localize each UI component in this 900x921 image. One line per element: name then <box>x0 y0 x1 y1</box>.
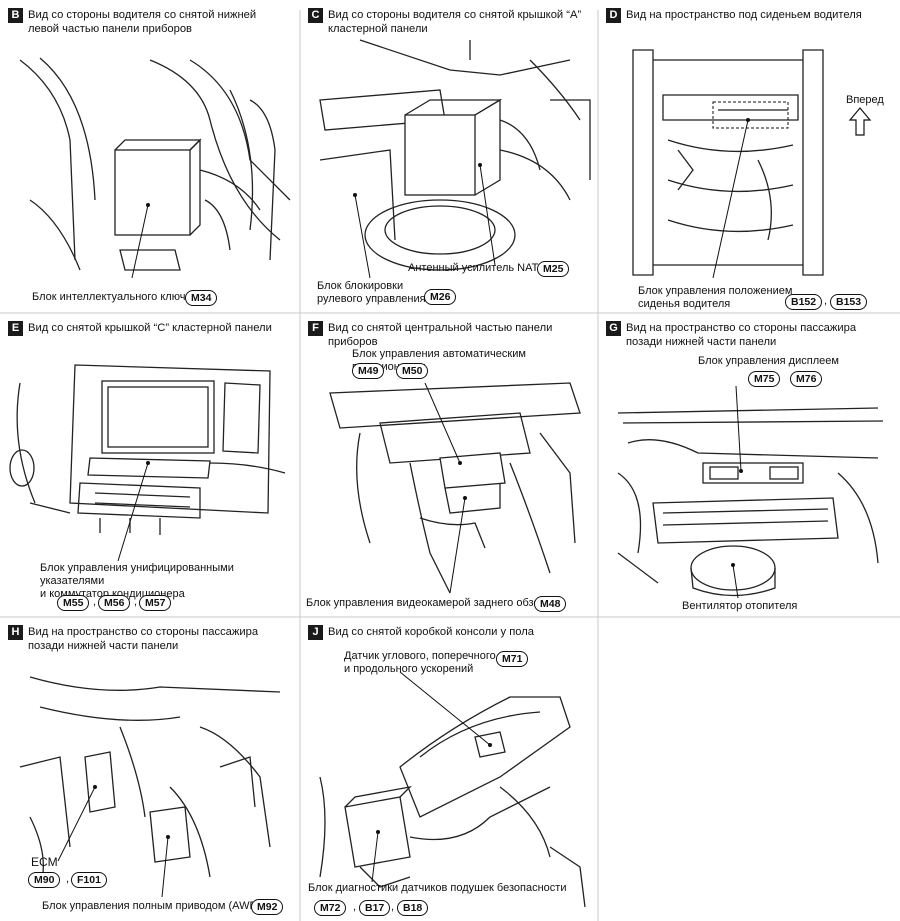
panel-h: H Вид на пространство со стороны пассажи… <box>0 617 300 921</box>
code-separator: , <box>66 873 70 885</box>
panel-header: E Вид со снятой крышкой “C” кластерной п… <box>8 321 294 336</box>
connector-code: M34 <box>185 290 218 306</box>
label-awd-control-unit: Блок управления полным приводом (AWD) <box>42 900 262 912</box>
panel-e: E Вид со снятой крышкой “C” кластерной п… <box>0 313 300 617</box>
illustration-smart-key-unit <box>19 57 291 279</box>
panel-header: J Вид со снятой коробкой консоли у пола <box>308 625 592 640</box>
panel-letter: D <box>606 8 621 23</box>
panel-title: Вид на пространство со стороны пассажира… <box>28 626 259 652</box>
label-forward: Вперед <box>846 94 884 106</box>
connector-code: M90 <box>28 872 61 888</box>
connector-code: M55 <box>57 595 90 611</box>
panel-title: Вид на пространство под сиденьем водител… <box>626 9 862 21</box>
panel-title: Вид со стороны водителя со снятой крышко… <box>328 9 582 35</box>
panel-header: F Вид со снятой центральной частью панел… <box>308 321 592 349</box>
connector-code: F101 <box>71 872 107 888</box>
panel-title: Вид на пространство со стороны пассажира… <box>626 322 857 348</box>
panel-letter: C <box>308 8 323 23</box>
code-separator: , <box>824 295 828 307</box>
label-heater-blower: Вентилятор отопителя <box>682 600 798 612</box>
label-smart-key-unit: Блок интеллектуального ключа <box>32 291 192 303</box>
code-separator: , <box>353 901 357 913</box>
label-rear-view-camera-unit: Блок управления видеокамерой заднего обз… <box>306 597 552 609</box>
illustration-center-console <box>329 382 581 594</box>
panel-letter: B <box>8 8 23 23</box>
code-separator: , <box>93 596 97 608</box>
connector-code: B18 <box>397 900 429 916</box>
illustration-ecm-awd <box>19 676 281 898</box>
label-display-control-unit: Блок управления дисплеем <box>698 355 839 367</box>
label-auto-positioner-unit: Блок управления автоматическим позиционе… <box>352 348 526 373</box>
connector-code: M48 <box>534 596 567 612</box>
connector-code: B152 <box>785 294 823 310</box>
panel-letter: J <box>308 625 323 640</box>
connector-code: M92 <box>251 899 284 915</box>
code-separator: , <box>391 901 395 913</box>
illustration-heater-blower <box>617 385 884 599</box>
panel-b: B Вид со стороны водителя со снятой нижн… <box>0 0 300 313</box>
label-nats-amplifier: Антенный усилитель NATS <box>408 262 546 274</box>
panel-title: Вид со снятой коробкой консоли у пола <box>328 626 534 638</box>
connector-code: M49 <box>352 363 385 379</box>
connector-code: M56 <box>98 595 131 611</box>
panel-title: Вид со снятой центральной частью панели … <box>328 322 553 348</box>
illustration-seat-frame <box>632 49 872 279</box>
panel-title: Вид со стороны водителя со снятой нижней… <box>28 9 257 35</box>
illustration-cluster-panel <box>9 364 286 562</box>
connector-code: M71 <box>496 651 529 667</box>
code-separator: , <box>134 596 138 608</box>
panel-header: G Вид на пространство со стороны пассажи… <box>606 321 894 349</box>
panel-header: D Вид на пространство под сиденьем водит… <box>606 8 894 23</box>
label-steering-lock-unit: Блок блокировки рулевого управления <box>317 280 426 305</box>
connector-code: M25 <box>537 261 570 277</box>
label-seat-control-unit: Блок управления положением сиденья водит… <box>638 285 793 310</box>
connector-code: M72 <box>314 900 347 916</box>
label-airbag-diagnosis-unit: Блок диагностики датчиков подушек безопа… <box>308 882 567 894</box>
panel-header: C Вид со стороны водителя со снятой крыш… <box>308 8 592 36</box>
connector-code: B153 <box>830 294 868 310</box>
panel-f: F Вид со снятой центральной частью панел… <box>300 313 598 617</box>
label-ecm: ECM <box>31 855 58 869</box>
connector-code: M26 <box>424 289 457 305</box>
illustration-steering-column <box>319 39 591 279</box>
label-acceleration-sensor: Датчик углового, поперечного и продольно… <box>344 650 496 675</box>
panel-letter: G <box>606 321 621 336</box>
panel-d: D Вид на пространство под сиденьем водит… <box>598 0 900 313</box>
connector-code: M50 <box>396 363 429 379</box>
connector-code: M75 <box>748 371 781 387</box>
empty-cell <box>598 617 900 921</box>
connector-code: M57 <box>139 595 172 611</box>
connector-code: M76 <box>790 371 823 387</box>
connector-code: B17 <box>359 900 391 916</box>
panel-letter: F <box>308 321 323 336</box>
forward-arrow-icon <box>848 107 872 136</box>
panel-g: G Вид на пространство со стороны пассажи… <box>598 313 900 617</box>
panel-header: H Вид на пространство со стороны пассажи… <box>8 625 294 653</box>
panel-letter: H <box>8 625 23 640</box>
illustration-floor-console <box>319 671 586 908</box>
panel-j: J Вид со снятой коробкой консоли у пола … <box>300 617 598 921</box>
panel-letter: E <box>8 321 23 336</box>
panel-header: B Вид со стороны водителя со снятой нижн… <box>8 8 294 36</box>
panel-title: Вид со снятой крышкой “C” кластерной пан… <box>28 322 272 334</box>
panel-c: C Вид со стороны водителя со снятой крыш… <box>300 0 598 313</box>
